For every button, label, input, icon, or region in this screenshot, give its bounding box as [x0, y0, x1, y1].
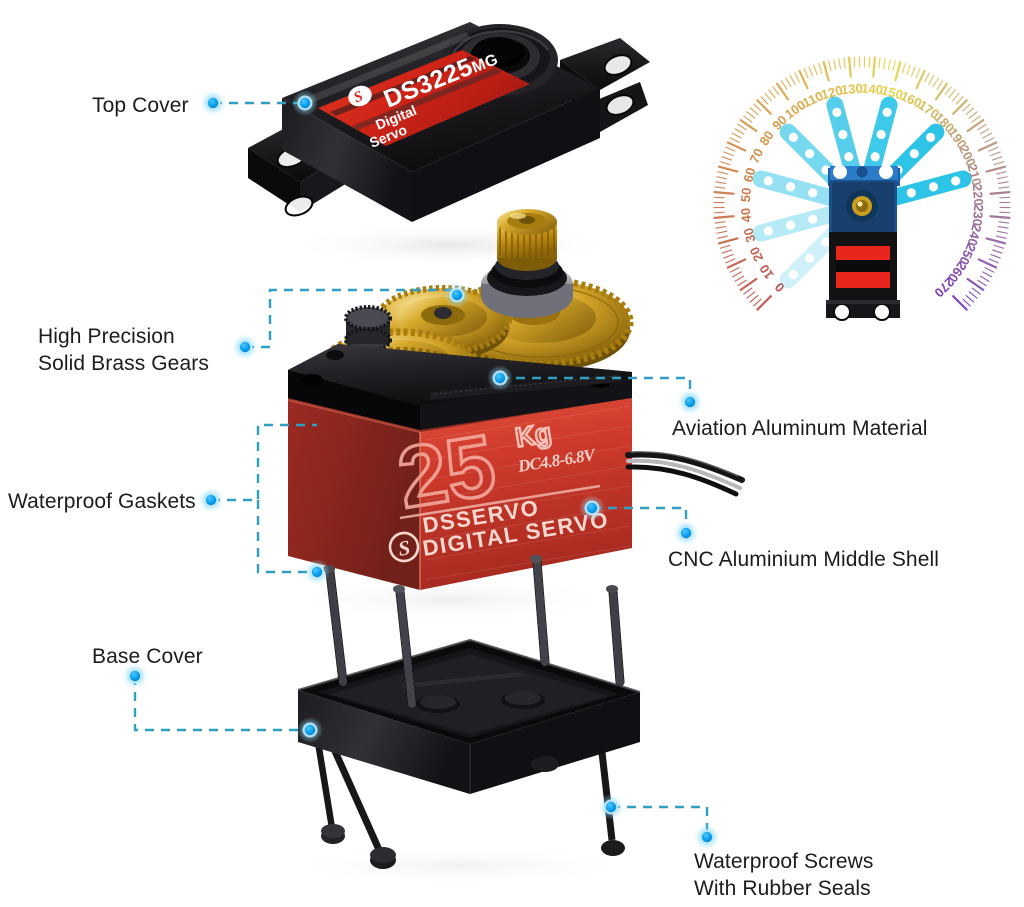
callout-line-waterproof-screws [611, 805, 709, 837]
screw-legs [314, 734, 625, 869]
callout-dot-base-cover-target[interactable] [297, 717, 323, 743]
callout-dot-waterproof-screws-target[interactable] [598, 794, 624, 820]
protractor-tick-label: 40 [738, 207, 754, 223]
callout-connector-lines [133, 101, 709, 837]
waterproof-screws-part [323, 555, 625, 709]
callout-line-aviation-aluminum [500, 376, 692, 402]
callout-label-waterproof-gaskets: Waterproof Gaskets [8, 488, 196, 515]
callout-label-aviation-aluminum: Aviation Aluminum Material [672, 415, 928, 442]
callout-label-line: High Precision [38, 325, 175, 348]
protractor-labels: 0102030405060708090100110120130140150160… [738, 81, 987, 301]
callout-line-waterproof-gaskets [211, 423, 317, 574]
callout-dot-waterproof-gaskets-target[interactable] [304, 559, 330, 585]
protractor-tick-label: 20 [747, 245, 767, 264]
callout-label-cnc-aluminium-shell: CNC Aluminium Middle Shell [668, 546, 939, 573]
callout-label-base-cover: Base Cover [92, 643, 203, 670]
callout-label-line: Top Cover [92, 94, 189, 117]
gear-mount-plate [288, 344, 632, 432]
callout-line-base-cover [133, 676, 310, 732]
protractor-tick-label: 130 [840, 81, 863, 98]
protractor-tick-label: 10 [756, 262, 777, 282]
callout-label-line: Waterproof Screws [694, 850, 874, 873]
callout-label-line: Waterproof Gaskets [8, 490, 196, 513]
callout-dot-cnc-aluminium-shell-label[interactable] [673, 520, 699, 546]
callout-anchor-dots [122, 90, 720, 850]
protractor-tick-label: 230 [970, 204, 987, 227]
base-cover-part [275, 555, 645, 886]
callout-label-line: With Rubber Seals [694, 877, 871, 900]
protractor-tick-label: 220 [970, 183, 987, 206]
top-cover-part: S DS3225MG Digital Servo [248, 22, 650, 267]
callout-dot-high-precision-gears-label[interactable] [232, 334, 258, 360]
callout-dot-cnc-aluminium-shell-target[interactable] [579, 495, 605, 521]
callout-line-cnc-aluminium-shell [592, 506, 688, 533]
callout-dot-top-cover-label[interactable] [200, 90, 226, 116]
callout-label-line: CNC Aluminium Middle Shell [668, 548, 940, 571]
protractor-ticks [713, 56, 1011, 311]
protractor-tick-label: 30 [740, 226, 758, 244]
callout-line-high-precision-gears [245, 288, 457, 349]
protractor-tick-label: 80 [756, 128, 777, 148]
callout-dot-waterproof-screws-label[interactable] [694, 824, 720, 850]
svg-text:S: S [397, 535, 412, 561]
brass-gear-assembly [288, 209, 634, 432]
servo-cable [625, 450, 745, 497]
middle-shell-part: 25 Kg DC4.8-6.8V DSSERVO DIGITAL SERVO S [280, 398, 632, 624]
callout-label-line: Base Cover [92, 645, 203, 668]
callout-dot-waterproof-gaskets-label[interactable] [198, 487, 224, 513]
callout-label-line: Solid Brass Gears [38, 352, 209, 375]
protractor-tick-label: 50 [738, 187, 754, 203]
protractor-tick-label: 240 [964, 223, 984, 248]
protractor-servo-body [826, 165, 900, 321]
callout-dot-aviation-aluminum-label[interactable] [677, 389, 703, 415]
output-shaft [481, 209, 573, 318]
callout-dot-high-precision-gears-target[interactable] [444, 282, 470, 308]
callout-label-top-cover: Top Cover [92, 92, 189, 119]
svg-text:Kg: Kg [513, 418, 553, 453]
protractor-tick-label: 140 [861, 81, 884, 98]
callout-dot-base-cover-label[interactable] [122, 663, 148, 689]
callout-dot-top-cover-target[interactable] [292, 90, 318, 116]
callout-dot-aviation-aluminum-target[interactable] [487, 365, 513, 391]
callout-label-line: Aviation Aluminum Material [672, 417, 928, 440]
protractor-tick-label: 70 [747, 146, 767, 165]
rotation-range-diagram: 0102030405060708090100110120130140150160… [712, 55, 1012, 355]
